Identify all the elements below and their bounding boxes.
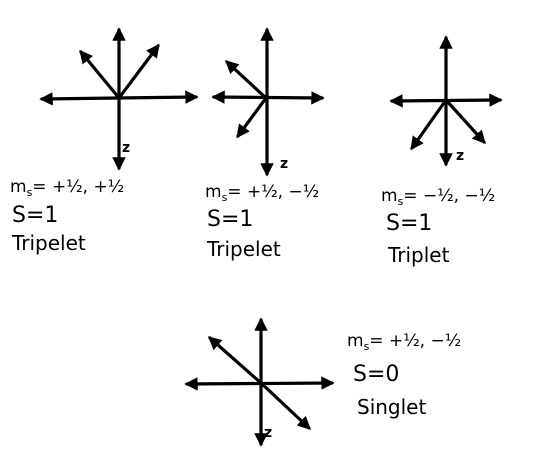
spin-vector-1 (207, 336, 263, 385)
ms-label: ms= +½, −½ (347, 331, 461, 353)
panel-top-middle: z ms= +½, −½ S=1 Tripelet (205, 27, 325, 261)
total-spin-label: S=1 (207, 207, 253, 232)
z-axis-label: z (122, 140, 130, 156)
total-spin-label: S=1 (12, 203, 58, 228)
z-axis-label: z (264, 425, 272, 441)
z-axis-label: z (456, 148, 464, 164)
panel-bottom: z ms= +½, −½ S=0 Singlet (184, 317, 461, 447)
panel-top-left: z ms= +½, +½ S=1 Tripelet (10, 27, 199, 255)
state-name-label: Triplet (387, 243, 450, 267)
ms-label: ms= +½, −½ (205, 182, 319, 204)
ms-label: ms= −½, −½ (381, 186, 495, 208)
axes-top-middle (211, 27, 325, 177)
total-spin-label: S=1 (386, 211, 432, 236)
spin-vector-1 (225, 60, 268, 100)
spin-vector-1 (410, 98, 448, 151)
spin-vector-1 (79, 49, 121, 100)
spin-vector-2 (259, 381, 311, 430)
ms-label: ms= +½, +½ (10, 177, 124, 199)
spin-vector-2 (117, 43, 160, 100)
state-name-label: Singlet (357, 395, 426, 419)
state-name-label: Tripelet (206, 237, 281, 261)
total-spin-label: S=0 (353, 362, 399, 387)
z-axis-label: z (280, 156, 288, 172)
panel-top-right: z ms= −½, −½ S=1 Triplet (381, 35, 503, 267)
spin-vector-2 (444, 98, 486, 144)
spin-vector-2 (236, 96, 268, 139)
state-name-label: Tripelet (11, 231, 86, 255)
